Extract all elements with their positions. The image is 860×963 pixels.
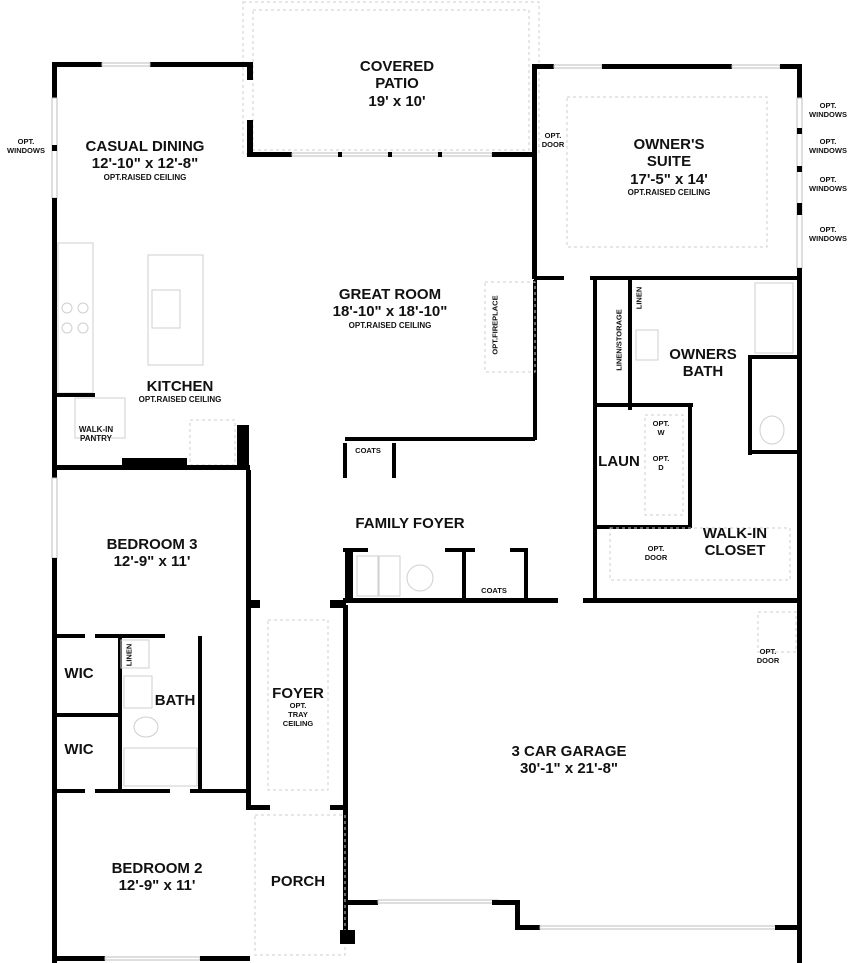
room-great-room: GREAT ROOM 18'-10" x 18'-10" OPT.RAISED …: [333, 286, 448, 330]
room-name: PORCH: [270, 873, 326, 890]
room-name: FAMILY FOYER: [355, 515, 465, 532]
room-name-line: CLOSET: [704, 542, 766, 560]
room-dimensions: 17'-5" x 14': [630, 170, 708, 188]
room-dimensions: 19' x 10': [368, 92, 426, 110]
annotation-line: OPT.: [819, 101, 837, 110]
room-name: CASUAL DINING: [85, 138, 205, 155]
room-name: LAUN: [598, 453, 640, 470]
room-owners-bath: OWNERS BATH: [669, 346, 737, 381]
room-dimensions: 12'-9" x 11': [113, 553, 191, 571]
room-note-line: CEILING: [282, 718, 314, 728]
room-dimensions: 12'-9" x 11': [118, 877, 196, 895]
annotation-line: WINDOWS: [809, 109, 847, 119]
annotation-line: DOOR: [644, 552, 668, 562]
room-name-line: PATIO: [375, 75, 419, 93]
opt-door-closet: OPT. DOOR: [644, 544, 668, 562]
room-kitchen: KITCHEN OPT.RAISED CEILING: [139, 378, 222, 404]
annotation-line: WINDOWS: [7, 145, 45, 155]
opt-windows-right-1: OPT. WINDOWS: [809, 101, 847, 119]
coats-label-2: COATS: [481, 586, 507, 595]
opt-windows-right-2: OPT. WINDOWS: [809, 137, 847, 155]
room-note-line: TRAY: [288, 709, 308, 719]
room-name-line: SUITE: [646, 153, 692, 171]
annotation-line: OPT.: [17, 137, 35, 146]
room-dimensions: 18'-10" x 18'-10": [332, 303, 448, 321]
room-name: FOYER: [272, 685, 324, 702]
annotation-line: OPT.: [652, 419, 670, 428]
room-walk-in-closet: WALK-IN CLOSET: [703, 525, 767, 560]
room-bath: BATH: [155, 692, 196, 709]
room-note: OPT.RAISED CEILING: [138, 395, 222, 405]
annotation-line: WINDOWS: [809, 233, 847, 243]
room-name-line: WALK-IN: [78, 425, 114, 434]
annotation-line: OPT.: [544, 131, 562, 140]
opt-windows-right-3: OPT. WINDOWS: [809, 175, 847, 193]
room-name: WIC: [64, 741, 94, 758]
opt-door-garage: OPT. DOOR: [756, 647, 780, 665]
room-note: OPT.RAISED CEILING: [627, 187, 711, 197]
room-laundry: LAUN: [598, 453, 640, 470]
opt-door-suite: OPT. DOOR: [541, 131, 565, 149]
room-note: OPT.RAISED CEILING: [103, 172, 187, 182]
room-name: BEDROOM 2: [111, 860, 203, 877]
linen-owners-label: LINEN: [634, 286, 644, 310]
coats-label-1: COATS: [355, 446, 381, 455]
annotation-line: OPT.: [647, 544, 665, 553]
annotation-line: W: [657, 427, 665, 437]
room-foyer: FOYER OPT. TRAY CEILING: [272, 685, 324, 728]
room-name: WIC: [64, 665, 94, 682]
room-name-line: WALK-IN: [702, 525, 768, 542]
opt-dryer: OPT. D: [652, 454, 670, 472]
room-family-foyer: FAMILY FOYER: [355, 515, 464, 532]
room-note-line: OPT.: [289, 701, 307, 711]
annotation-line: OPT.: [759, 647, 777, 656]
room-name: 3 CAR GARAGE: [511, 743, 627, 760]
room-covered-patio: COVERED PATIO 19' x 10': [360, 58, 434, 110]
room-dimensions: 30'-1" x 21'-8": [519, 760, 619, 778]
linen-bath-label: LINEN: [124, 643, 134, 667]
room-casual-dining: CASUAL DINING 12'-10" x 12'-8" OPT.RAISE…: [86, 138, 205, 182]
room-name: BATH: [154, 692, 196, 709]
opt-windows-right-4: OPT. WINDOWS: [809, 225, 847, 243]
room-owners-suite: OWNER'S SUITE 17'-5" x 14' OPT.RAISED CE…: [628, 136, 711, 197]
room-note: OPT.RAISED CEILING: [348, 320, 432, 330]
annotation-line: WINDOWS: [809, 183, 847, 193]
room-bedroom-3: BEDROOM 3 12'-9" x 11': [107, 536, 198, 571]
annotation-line: DOOR: [756, 655, 780, 665]
annotation-line: OPT.: [819, 137, 837, 146]
room-wic-2: WIC: [64, 741, 93, 758]
room-wic-1: WIC: [64, 665, 93, 682]
room-dimensions: 12'-10" x 12'-8": [91, 155, 199, 173]
annotation-line: OPT.: [819, 175, 837, 184]
opt-fireplace-label: OPT.FIREPLACE: [490, 295, 500, 355]
annotation-line: WINDOWS: [809, 145, 847, 155]
room-walk-in-pantry: WALK-IN PANTRY: [79, 425, 113, 443]
annotation-line: D: [658, 462, 664, 472]
room-name: BEDROOM 3: [106, 536, 198, 553]
opt-windows-left: OPT. WINDOWS: [7, 137, 45, 155]
annotation-line: DOOR: [541, 139, 565, 149]
opt-washer: OPT. W: [652, 419, 670, 437]
room-bedroom-2: BEDROOM 2 12'-9" x 11': [112, 860, 203, 895]
room-garage: 3 CAR GARAGE 30'-1" x 21'-8": [511, 743, 626, 778]
room-name-line: COVERED: [359, 58, 435, 75]
room-name-line: BATH: [682, 363, 724, 381]
room-name-line: PANTRY: [80, 434, 112, 444]
room-name: GREAT ROOM: [338, 286, 442, 303]
annotation-line: OPT.: [819, 225, 837, 234]
linen-storage-label: LINEN/STORAGE: [614, 309, 624, 371]
room-name: KITCHEN: [146, 378, 214, 395]
room-name-line: OWNERS: [669, 346, 737, 363]
annotation-line: OPT.: [652, 454, 670, 463]
room-name-line: OWNER'S: [633, 136, 705, 153]
room-porch: PORCH: [271, 873, 325, 890]
